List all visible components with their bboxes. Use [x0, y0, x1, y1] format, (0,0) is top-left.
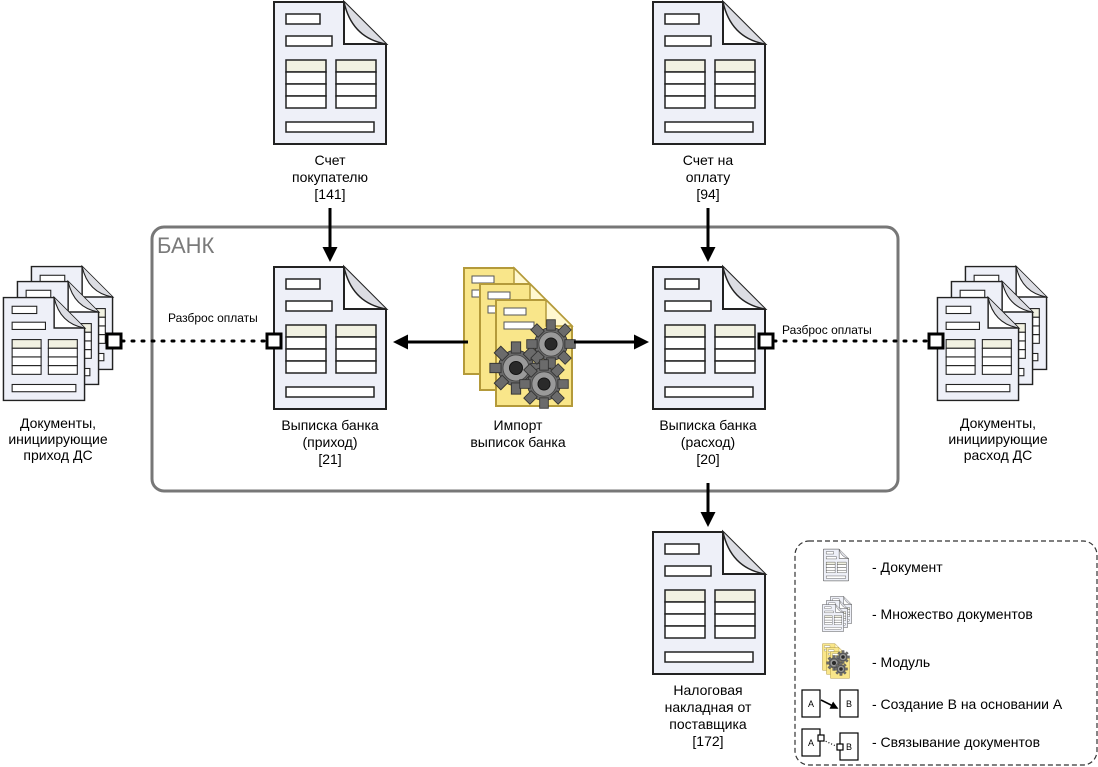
bank-statement-in-line2: (приход) — [302, 434, 357, 450]
bank-statement-out-line3: [20] — [696, 451, 719, 467]
svg-text:A: A — [808, 699, 814, 709]
tax-invoice-line1: Налоговая — [673, 682, 742, 698]
multi-document-icon — [936, 265, 1048, 402]
invoice-for-payment-line3: [94] — [696, 186, 719, 202]
bank-statement-out-line2: (расход) — [681, 434, 735, 450]
bank-statement-in-line1: Выписка банка — [281, 417, 379, 433]
import-module-line2: выписок банка — [470, 434, 566, 450]
legend-module-label: - Модуль — [872, 654, 930, 670]
link-anchor-statement-in — [265, 332, 283, 350]
link-right-label: Разброс оплаты — [782, 323, 872, 337]
link-anchor-statement-out — [757, 332, 775, 350]
svg-text:A: A — [808, 738, 814, 748]
legend-create-based-on-label: - Создание В на основании А — [872, 696, 1063, 712]
bank-group: БАНК — [150, 225, 900, 493]
invoice-to-buyer-line1: Счет — [315, 152, 347, 168]
svg-text:B: B — [846, 699, 852, 709]
bank-statement-in-node[interactable]: Выписка банка (приход) [21] — [273, 266, 387, 467]
bank-group-title: БАНК — [157, 233, 215, 258]
module-icon — [463, 267, 576, 409]
legend-create-based-on-icon: A B — [801, 689, 859, 718]
legend-document-label: - Документ — [872, 559, 943, 575]
tax-invoice-node[interactable]: Налоговая накладная от поставщика [172] — [652, 531, 766, 749]
invoice-for-payment-node[interactable]: Счет на оплату [94] — [652, 1, 766, 202]
docs-income-line2: инициирующие — [8, 431, 107, 447]
docs-income-line1: Документы, — [20, 415, 96, 431]
link-left: Разброс оплаты — [105, 311, 283, 350]
import-module-line1: Импорт — [494, 417, 544, 433]
tax-invoice-line2: накладная от — [665, 699, 752, 715]
bank-statement-out-line1: Выписка банка — [659, 417, 757, 433]
legend-many-documents-label: - Множество документов — [872, 606, 1033, 622]
link-right: Разброс оплаты — [757, 323, 945, 350]
legend-many-documents-icon — [822, 596, 852, 632]
document-icon — [652, 1, 766, 145]
docs-expense-line1: Документы, — [960, 415, 1036, 431]
document-icon — [273, 266, 387, 410]
document-icon — [652, 531, 766, 675]
invoice-to-buyer-line2: покупателю — [292, 169, 368, 185]
docs-income-line3: приход ДС — [23, 447, 92, 463]
import-module-node[interactable]: Импорт выписок банка — [463, 267, 576, 450]
multi-document-icon — [2, 265, 114, 402]
tax-invoice-line4: [172] — [692, 733, 723, 749]
bank-statement-in-line3: [21] — [318, 451, 341, 467]
invoice-for-payment-line1: Счет на — [683, 152, 734, 168]
link-anchor-right-docs — [927, 332, 945, 350]
docs-expense-line2: инициирующие — [948, 431, 1047, 447]
tax-invoice-line3: поставщика — [669, 716, 747, 732]
link-anchor-left-docs — [105, 332, 123, 350]
invoice-to-buyer-node[interactable]: Счет покупателю [141] — [273, 1, 387, 202]
docs-expense-node[interactable]: Документы, инициирующие расход ДС — [936, 265, 1048, 463]
invoice-to-buyer-line3: [141] — [314, 186, 345, 202]
docs-income-node[interactable]: Документы, инициирующие приход ДС — [2, 265, 114, 463]
svg-text:B: B — [846, 742, 852, 752]
bank-statement-out-node[interactable]: Выписка банка (расход) [20] — [652, 266, 766, 467]
docs-expense-line3: расход ДС — [964, 447, 1033, 463]
invoice-for-payment-line2: оплату — [686, 169, 731, 185]
legend-linking-icon: A B — [801, 728, 859, 761]
document-icon — [652, 266, 766, 410]
document-icon — [273, 1, 387, 145]
legend-linking-label: - Связывание документов — [872, 734, 1040, 750]
legend: - Документ - Множество документов - Моду… — [794, 540, 1098, 766]
link-left-label: Разброс оплаты — [168, 311, 258, 325]
